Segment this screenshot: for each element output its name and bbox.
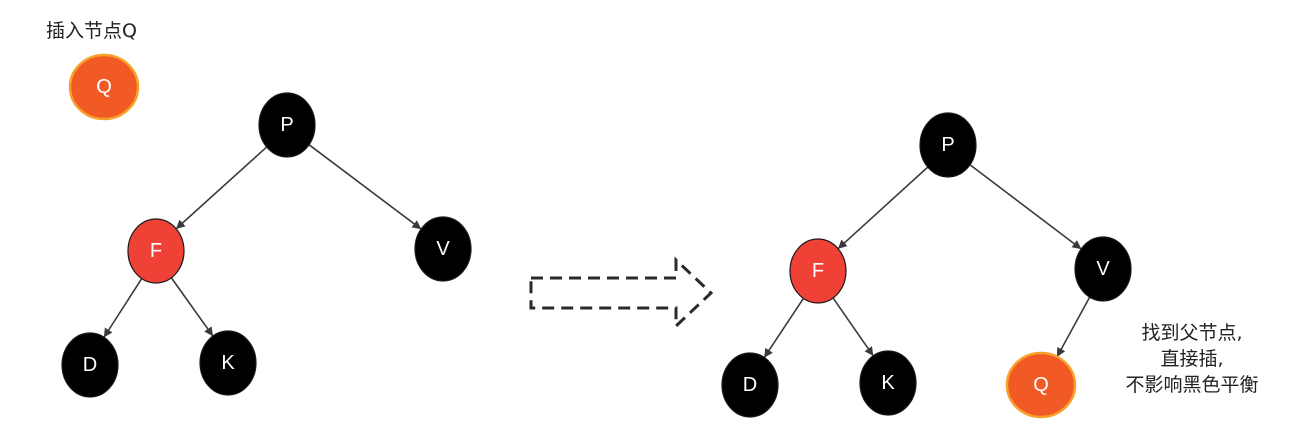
node-after-D: D bbox=[721, 352, 779, 418]
node-circle bbox=[61, 332, 119, 398]
new-node-Q: Q bbox=[68, 53, 140, 121]
node-circle bbox=[859, 350, 917, 416]
edge-before-P-F bbox=[175, 144, 269, 229]
transition-arrow-icon bbox=[529, 256, 714, 330]
node-after-V: V bbox=[1074, 236, 1132, 302]
node-after-F: F bbox=[789, 238, 847, 304]
node-label: D bbox=[83, 354, 97, 376]
nodes-layer: P F V D K Q P F V D K Q bbox=[61, 53, 1132, 419]
node-after-K: K bbox=[859, 350, 917, 416]
edges-layer bbox=[103, 142, 1092, 358]
node-circle bbox=[1074, 236, 1132, 302]
edge-before-F-D bbox=[103, 276, 144, 338]
node-circle bbox=[127, 218, 185, 284]
node-label: D bbox=[743, 374, 757, 396]
insertion-note: 找到父节点, 直接插, 不影响黑色平衡 bbox=[1098, 320, 1286, 398]
node-before-V: V bbox=[414, 216, 472, 282]
node-label: Q bbox=[96, 76, 112, 98]
edge-after-F-D bbox=[763, 295, 806, 358]
node-after-Q: Q bbox=[1005, 351, 1077, 419]
node-circle bbox=[199, 330, 257, 396]
node-circle bbox=[414, 216, 472, 282]
edge-after-P-V bbox=[967, 162, 1082, 250]
node-label: V bbox=[1096, 258, 1110, 280]
diagram-title: 插入节点Q bbox=[46, 20, 137, 42]
node-label: P bbox=[941, 134, 954, 156]
node-before-K: K bbox=[199, 330, 257, 396]
node-before-D: D bbox=[61, 332, 119, 398]
node-label: F bbox=[150, 240, 162, 262]
node-label: K bbox=[881, 372, 895, 394]
node-label: P bbox=[280, 114, 293, 136]
edge-before-P-V bbox=[306, 142, 422, 230]
edge-after-V-Q bbox=[1056, 294, 1092, 358]
node-label: F bbox=[812, 260, 824, 282]
note-line: 直接插, bbox=[1160, 348, 1224, 370]
node-circle bbox=[1005, 351, 1077, 419]
node-label: V bbox=[436, 238, 450, 260]
node-before-F: F bbox=[127, 218, 185, 284]
note-line: 找到父节点, bbox=[1141, 322, 1243, 344]
edge-after-P-F bbox=[837, 164, 931, 249]
node-label: K bbox=[221, 352, 235, 374]
node-before-P: P bbox=[258, 92, 316, 158]
node-circle bbox=[258, 92, 316, 158]
node-circle bbox=[789, 238, 847, 304]
note-line: 不影响黑色平衡 bbox=[1125, 374, 1259, 396]
edge-before-F-K bbox=[169, 275, 214, 337]
node-label: Q bbox=[1033, 374, 1049, 396]
node-circle bbox=[68, 53, 140, 121]
node-after-P: P bbox=[919, 112, 977, 178]
node-circle bbox=[919, 112, 977, 178]
edge-after-F-K bbox=[830, 295, 874, 357]
node-circle bbox=[721, 352, 779, 418]
